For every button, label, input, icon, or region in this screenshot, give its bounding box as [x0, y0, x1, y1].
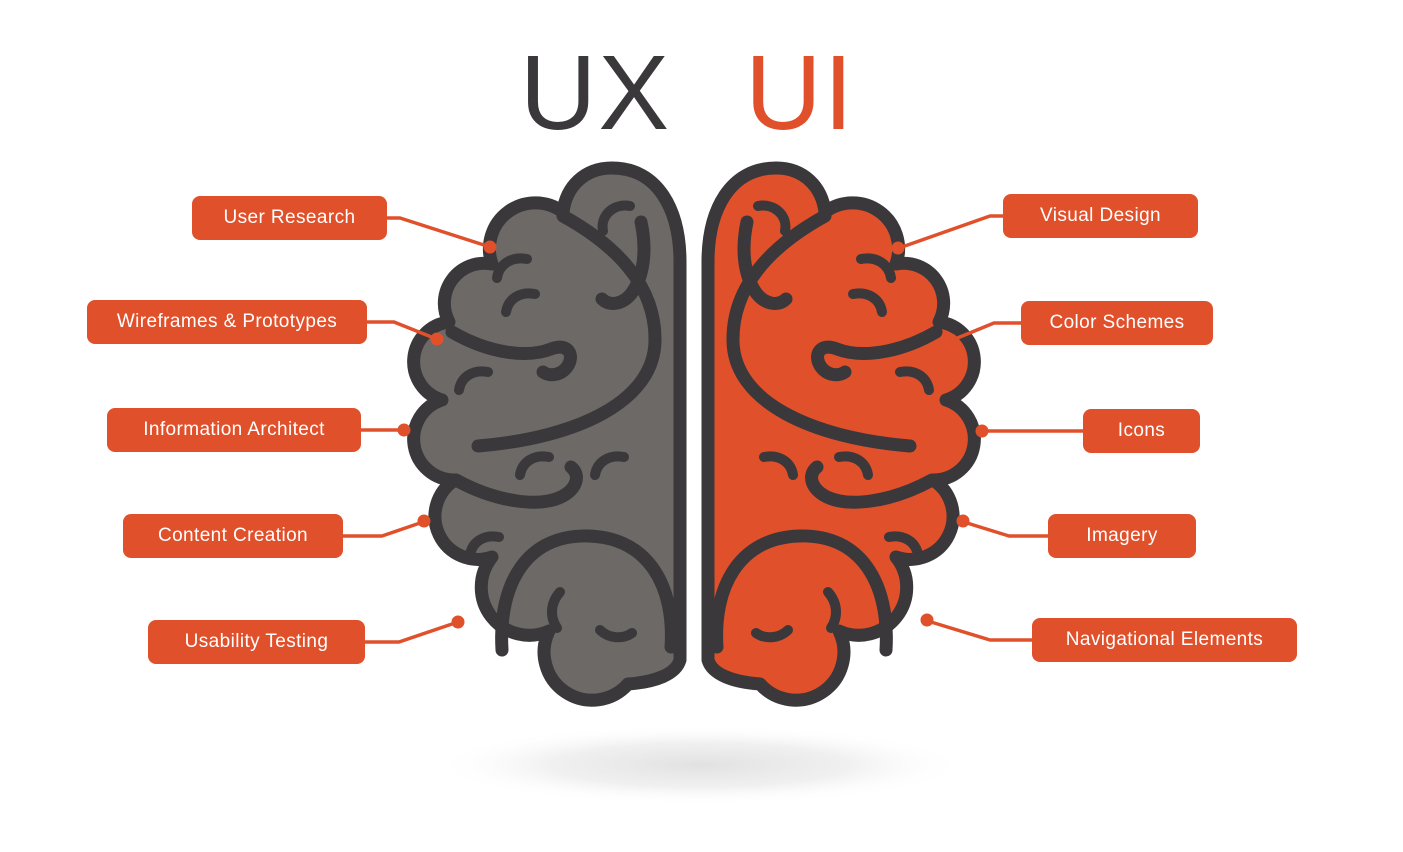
label-information-architect: Information Architect — [107, 408, 361, 452]
connector-imagery — [956, 514, 1050, 538]
connector-color-schemes — [944, 321, 1023, 347]
brain-ui-hemisphere — [708, 168, 974, 700]
label-visual-design: Visual Design — [1003, 194, 1198, 238]
label-color-schemes: Color Schemes — [1021, 301, 1213, 345]
connector-information-architect — [359, 423, 411, 437]
label-content-creation: Content Creation — [123, 514, 343, 558]
connector-navigational-elements — [920, 613, 1034, 642]
connector-content-creation — [341, 514, 431, 538]
label-usability-testing: Usability Testing — [148, 620, 365, 664]
connector-visual-design — [891, 214, 1005, 255]
connector-usability-testing — [363, 615, 465, 644]
label-imagery: Imagery — [1048, 514, 1196, 558]
connector-user-research — [385, 216, 497, 254]
label-wireframes-prototypes: Wireframes & Prototypes — [87, 300, 367, 344]
label-icons: Icons — [1083, 409, 1200, 453]
label-user-research: User Research — [192, 196, 387, 240]
connector-wireframes-prototypes — [365, 320, 444, 346]
ground-shadow — [432, 725, 968, 805]
connector-icons — [975, 424, 1085, 438]
label-navigational-elements: Navigational Elements — [1032, 618, 1297, 662]
